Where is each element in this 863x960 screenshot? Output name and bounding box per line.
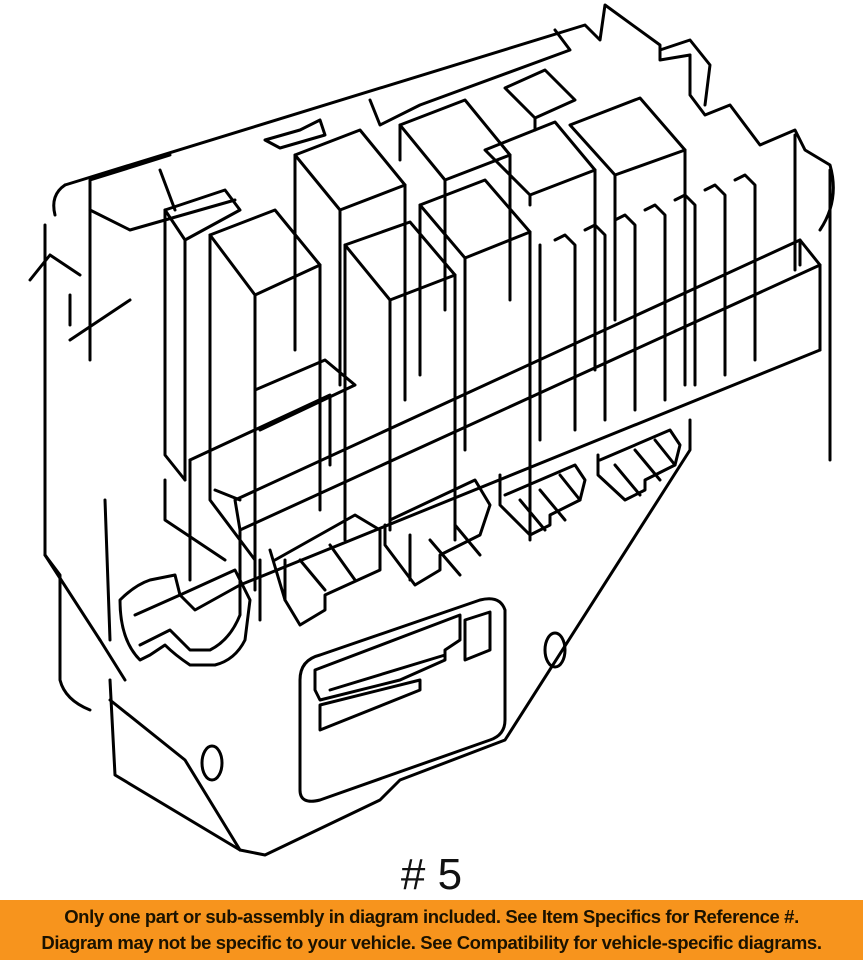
lower-connectors [268,428,682,627]
terminal-fins [538,173,757,442]
disclaimer-banner: Only one part or sub-assembly in diagram… [0,900,863,960]
disclaimer-line-1: Only one part or sub-assembly in diagram… [64,906,799,927]
lower-housing [43,418,692,857]
mounting-hole-right [543,631,567,669]
parts-diagram [28,3,835,857]
mounting-hole-left [200,744,224,782]
reference-number: # 5 [400,850,463,899]
label-plate [298,597,507,803]
fuse-box-drawing [28,3,835,857]
front-rail [188,238,822,592]
disclaimer-line-2: Diagram may not be specific to your vehi… [41,932,822,953]
mounting-slot [118,568,252,667]
relay-block [208,68,687,562]
